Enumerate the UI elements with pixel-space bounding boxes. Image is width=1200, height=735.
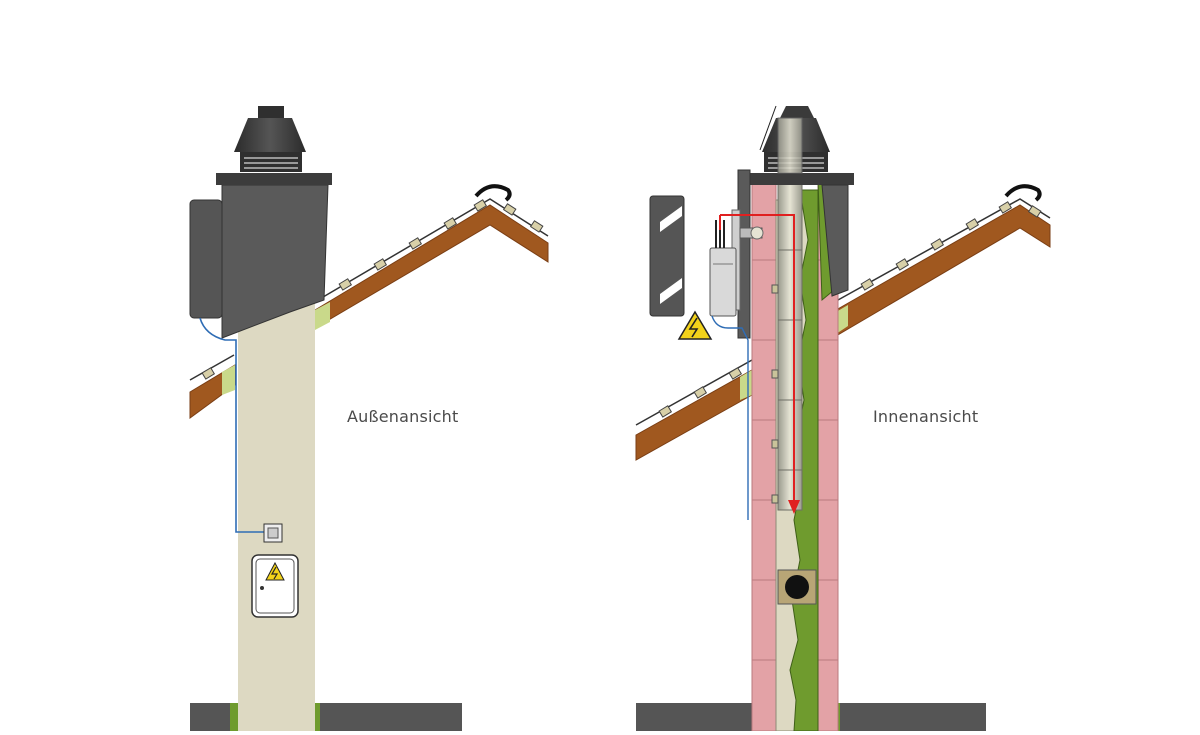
chimney-shaft [238, 290, 315, 731]
roof-insulation [315, 302, 330, 330]
chimney-cap-top [258, 106, 284, 118]
roof-right-slope [314, 204, 549, 329]
detached-control-panel [649, 195, 685, 317]
high-voltage-icon [677, 310, 713, 340]
side-control-box [189, 199, 223, 319]
exterior-view-label: Außenansicht [347, 407, 459, 426]
chimney-rim [740, 173, 854, 185]
roof-tiles [635, 198, 1051, 426]
flow-arrow-icon [719, 214, 800, 514]
spacer-clips [771, 284, 779, 504]
chimney-wall-left [751, 174, 777, 732]
floor-insulation [230, 703, 240, 731]
roof-insulation [836, 305, 848, 334]
transformer-unit [709, 209, 764, 317]
chimney-cap-vent [240, 152, 302, 172]
cleanout-door-icon [777, 569, 817, 605]
roof-insulation [222, 365, 235, 395]
exhaust-pipe [777, 164, 803, 511]
vent-slats [244, 157, 298, 169]
interior-view-label: Innenansicht [873, 407, 979, 426]
flashing-right [821, 184, 849, 297]
roof-tiles-left [189, 354, 235, 381]
roof-right-slope [835, 204, 1051, 337]
floor-insulation [312, 703, 320, 731]
electrical-cabinet-icon [251, 554, 299, 618]
power-cable [199, 317, 264, 533]
ridge-cap [474, 184, 512, 202]
interior-view [635, 105, 1051, 732]
power-cable [711, 315, 749, 520]
exterior-view [189, 106, 549, 731]
chimney-rim [216, 173, 332, 185]
roof-tiles [317, 198, 549, 301]
roof-insulation [740, 370, 752, 400]
chimney-cap [234, 118, 306, 152]
ridge-cap [1004, 184, 1042, 202]
